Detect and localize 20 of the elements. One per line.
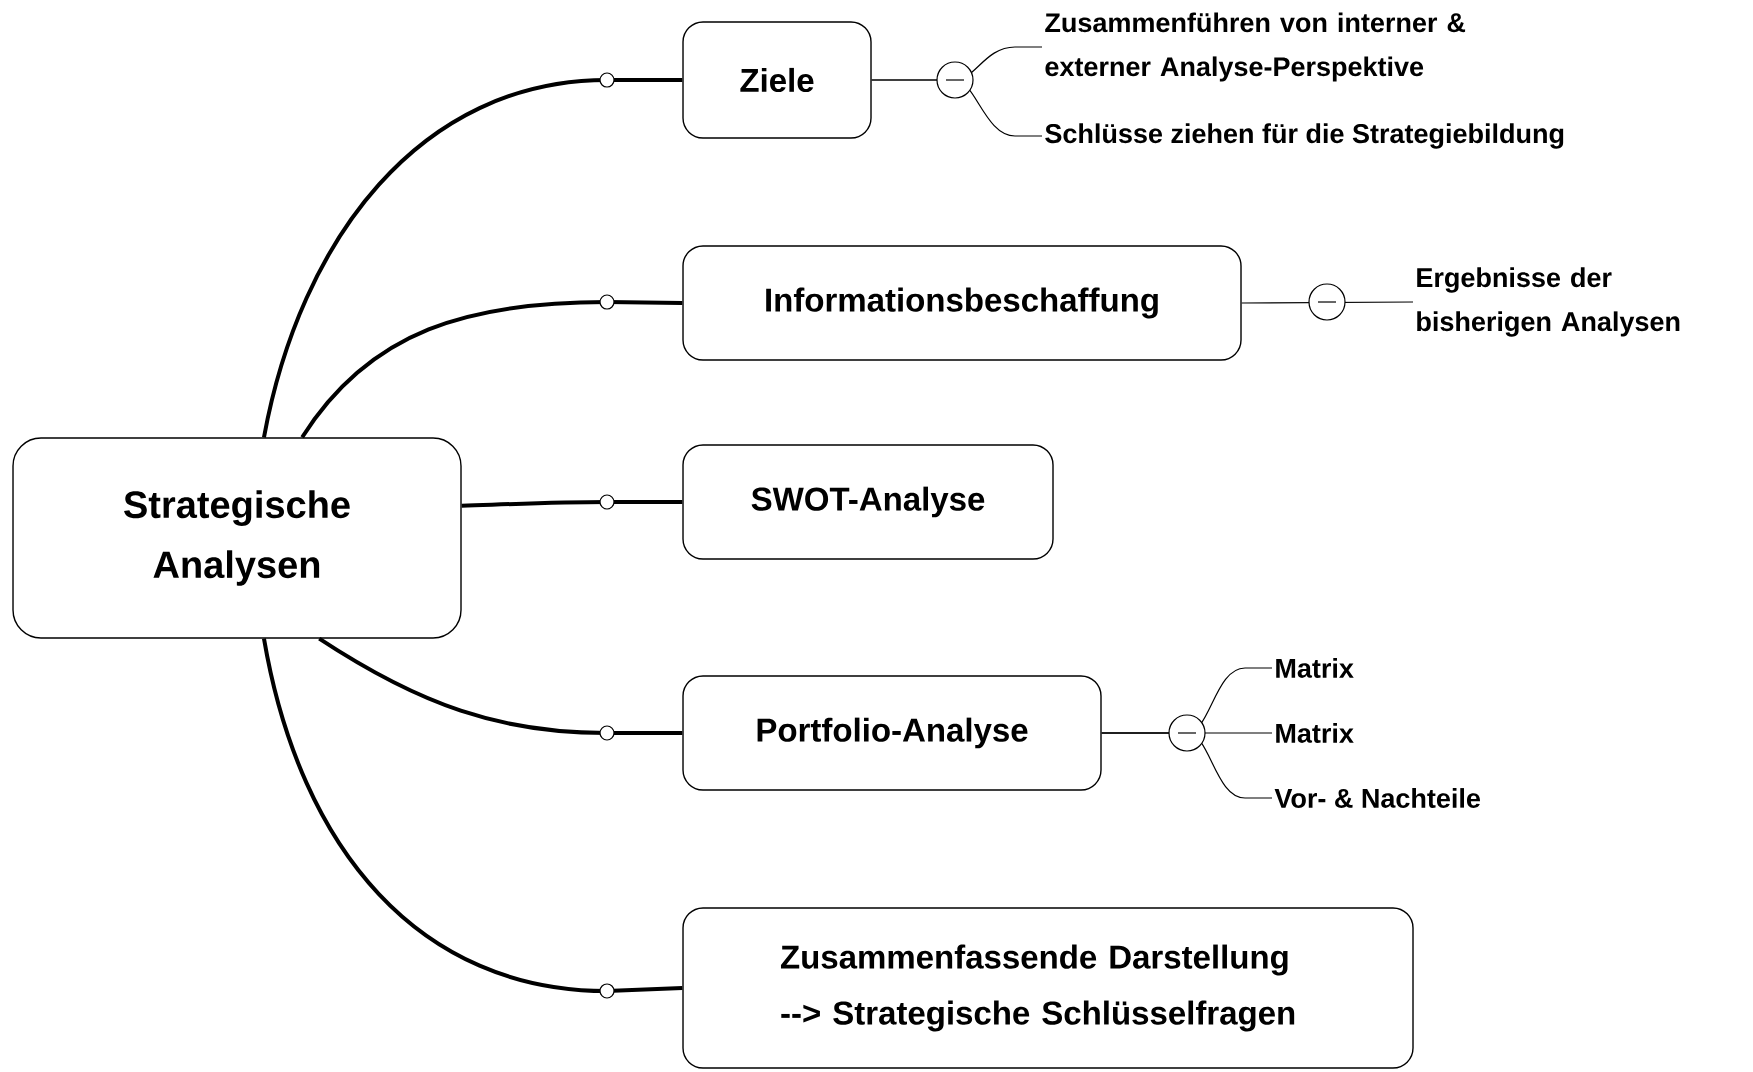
topic-box: Ziele <box>682 21 872 139</box>
subtopic-text: Vor- & Nachteile <box>1274 788 1480 808</box>
subtopic-text: Matrix <box>1276 658 1354 678</box>
connector-line <box>262 638 683 999</box>
topic-box: Informationsbeschaffung <box>682 245 1242 361</box>
central-topic-box: Strategische Analysen <box>12 437 462 639</box>
topic-box: Portfolio-Analyse <box>682 675 1102 791</box>
subtopic-text: Ergebnisse der bisherigen Analysen <box>1417 267 1680 337</box>
topic-box: SWOT-Analyse <box>682 444 1054 560</box>
connector-line <box>318 637 683 741</box>
connector-line <box>461 494 683 510</box>
connector-line <box>300 294 683 439</box>
subtopic-text: Zusammenführen von interner & externer Analyse-Perspektive <box>1045 12 1466 82</box>
connector-line <box>871 79 1043 137</box>
connector-line <box>1101 732 1273 799</box>
subtopic-text: Schlüsse ziehen für die Strategiebildung <box>1045 123 1564 149</box>
topic-box: Zusammenfassende Darstellung --> Strategische Schlüsselfragen <box>682 907 1414 1069</box>
connector-line <box>262 72 683 438</box>
subtopic-text: Matrix <box>1276 723 1354 743</box>
connector-line <box>1241 301 1414 304</box>
